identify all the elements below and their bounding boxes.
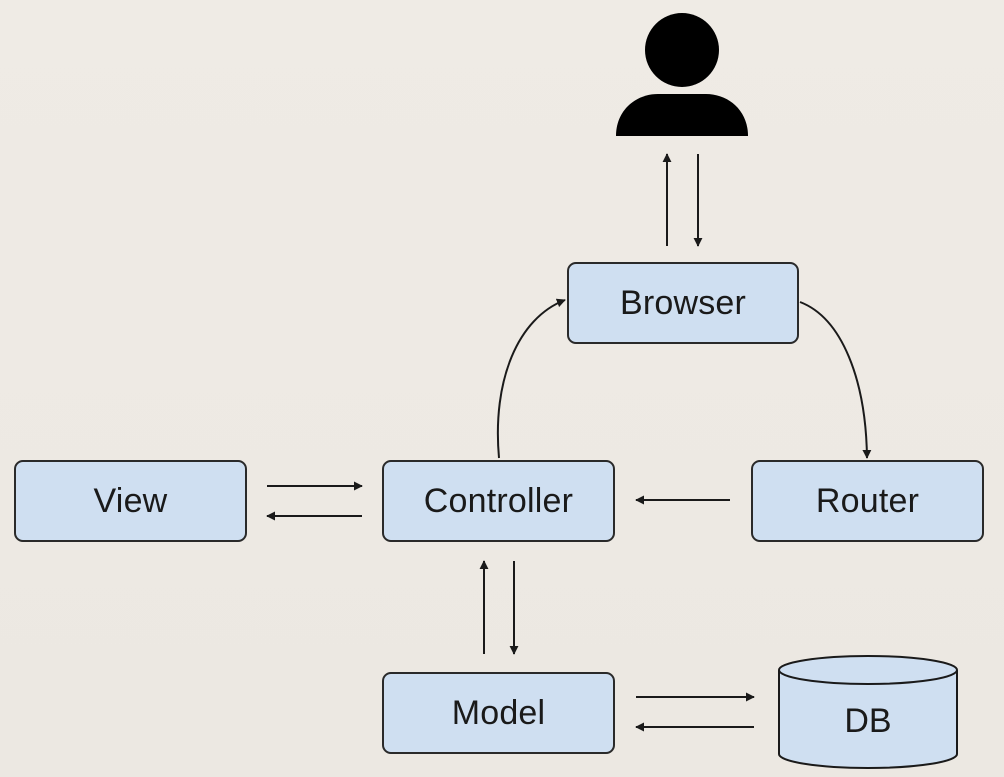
arrow-browser-to-router <box>799 301 872 459</box>
view-label: View <box>93 481 168 520</box>
browser-node: Browser <box>567 262 799 344</box>
controller-label: Controller <box>423 481 574 520</box>
db-node: DB <box>777 654 959 770</box>
router-label: Router <box>815 481 920 520</box>
controller-node: Controller <box>382 460 615 542</box>
browser-label: Browser <box>619 283 747 322</box>
database-cylinder-icon <box>778 655 958 769</box>
router-node: Router <box>751 460 984 542</box>
arrow-controller-to-browser <box>496 298 566 459</box>
db-label: DB <box>844 701 892 740</box>
user-icon <box>616 12 748 138</box>
view-node: View <box>14 460 247 542</box>
model-label: Model <box>451 693 546 732</box>
model-node: Model <box>382 672 615 754</box>
